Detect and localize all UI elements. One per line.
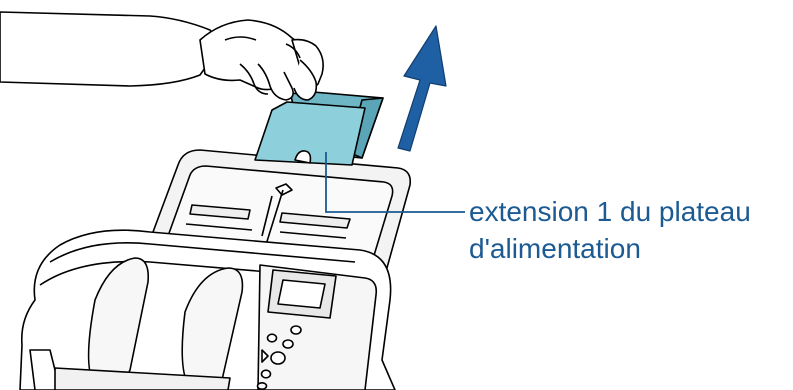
tray-extension bbox=[255, 90, 383, 165]
callout-label-line2: d'alimentation bbox=[469, 232, 641, 266]
callout-label-line1: extension 1 du plateau bbox=[469, 195, 751, 229]
up-arrow-icon bbox=[398, 26, 446, 151]
hand-icon bbox=[0, 12, 323, 100]
scanner-body bbox=[20, 150, 410, 390]
